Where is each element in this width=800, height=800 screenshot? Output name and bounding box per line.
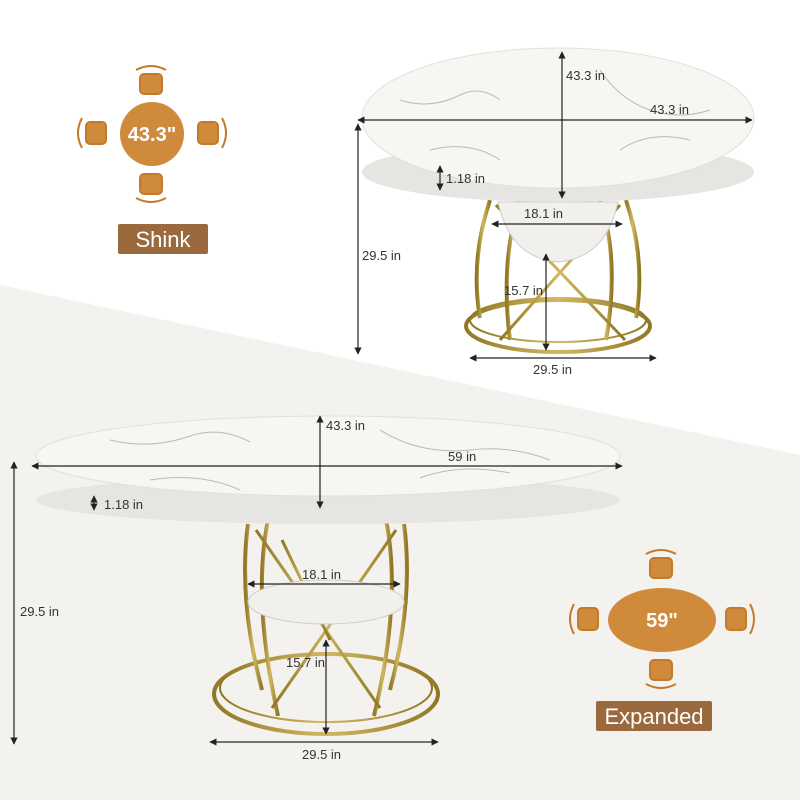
marble-veins (399, 69, 711, 161)
oval-tabletop-icon (608, 588, 716, 652)
chair-icon (645, 549, 677, 579)
chair-icon (135, 65, 167, 95)
top-base-height-label: 15.7 in (504, 283, 543, 298)
bottom-table-shelf (247, 579, 405, 625)
bottom-table-surface (35, 415, 621, 497)
shrink-seating-icon: 43.3" Shink (77, 65, 227, 254)
shrink-mode-label: Shink (135, 227, 191, 252)
chair-icon (197, 117, 227, 149)
chair-icon (645, 659, 677, 689)
top-depth-label: 43.3 in (566, 68, 605, 83)
bottom-height-label: 29.5 in (20, 604, 59, 619)
bottom-base-width-label: 29.5 in (302, 747, 341, 762)
top-thickness-label: 1.18 in (446, 171, 485, 186)
bottom-base-height-label: 15.7 in (286, 655, 325, 670)
top-table-illustration: 43.3 in 43.3 in 1.18 in 18.1 in 29.5 in … (354, 47, 755, 377)
bottom-inner-base-label: 18.1 in (302, 567, 341, 582)
expanded-mode-label: Expanded (604, 704, 703, 729)
round-tabletop-icon (120, 102, 184, 166)
top-base-width-label: 29.5 in (533, 362, 572, 377)
expanded-seating-icon: 59" Expanded (569, 549, 755, 731)
shrink-size-label: 43.3" (128, 124, 176, 146)
top-table-dimensions (354, 51, 753, 362)
expanded-size-label: 59" (646, 610, 678, 632)
expanded-badge (596, 701, 712, 731)
top-table-surface (361, 47, 755, 189)
top-height-label: 29.5 in (362, 248, 401, 263)
shrink-badge (118, 224, 208, 254)
bottom-depth-label: 43.3 in (326, 418, 365, 433)
chair-icon (77, 117, 107, 149)
chair-icon (569, 603, 599, 635)
bottom-width-label: 59 in (448, 449, 476, 464)
chair-icon (725, 603, 755, 635)
top-inner-base-label: 18.1 in (524, 206, 563, 221)
top-width-label: 43.3 in (650, 102, 689, 117)
bottom-table-dimensions (10, 415, 623, 746)
bottom-thickness-label: 1.18 in (104, 497, 143, 512)
chair-icon (135, 173, 167, 203)
bottom-table-illustration: 43.3 in 59 in 1.18 in 18.1 in 29.5 in 15… (10, 415, 623, 762)
